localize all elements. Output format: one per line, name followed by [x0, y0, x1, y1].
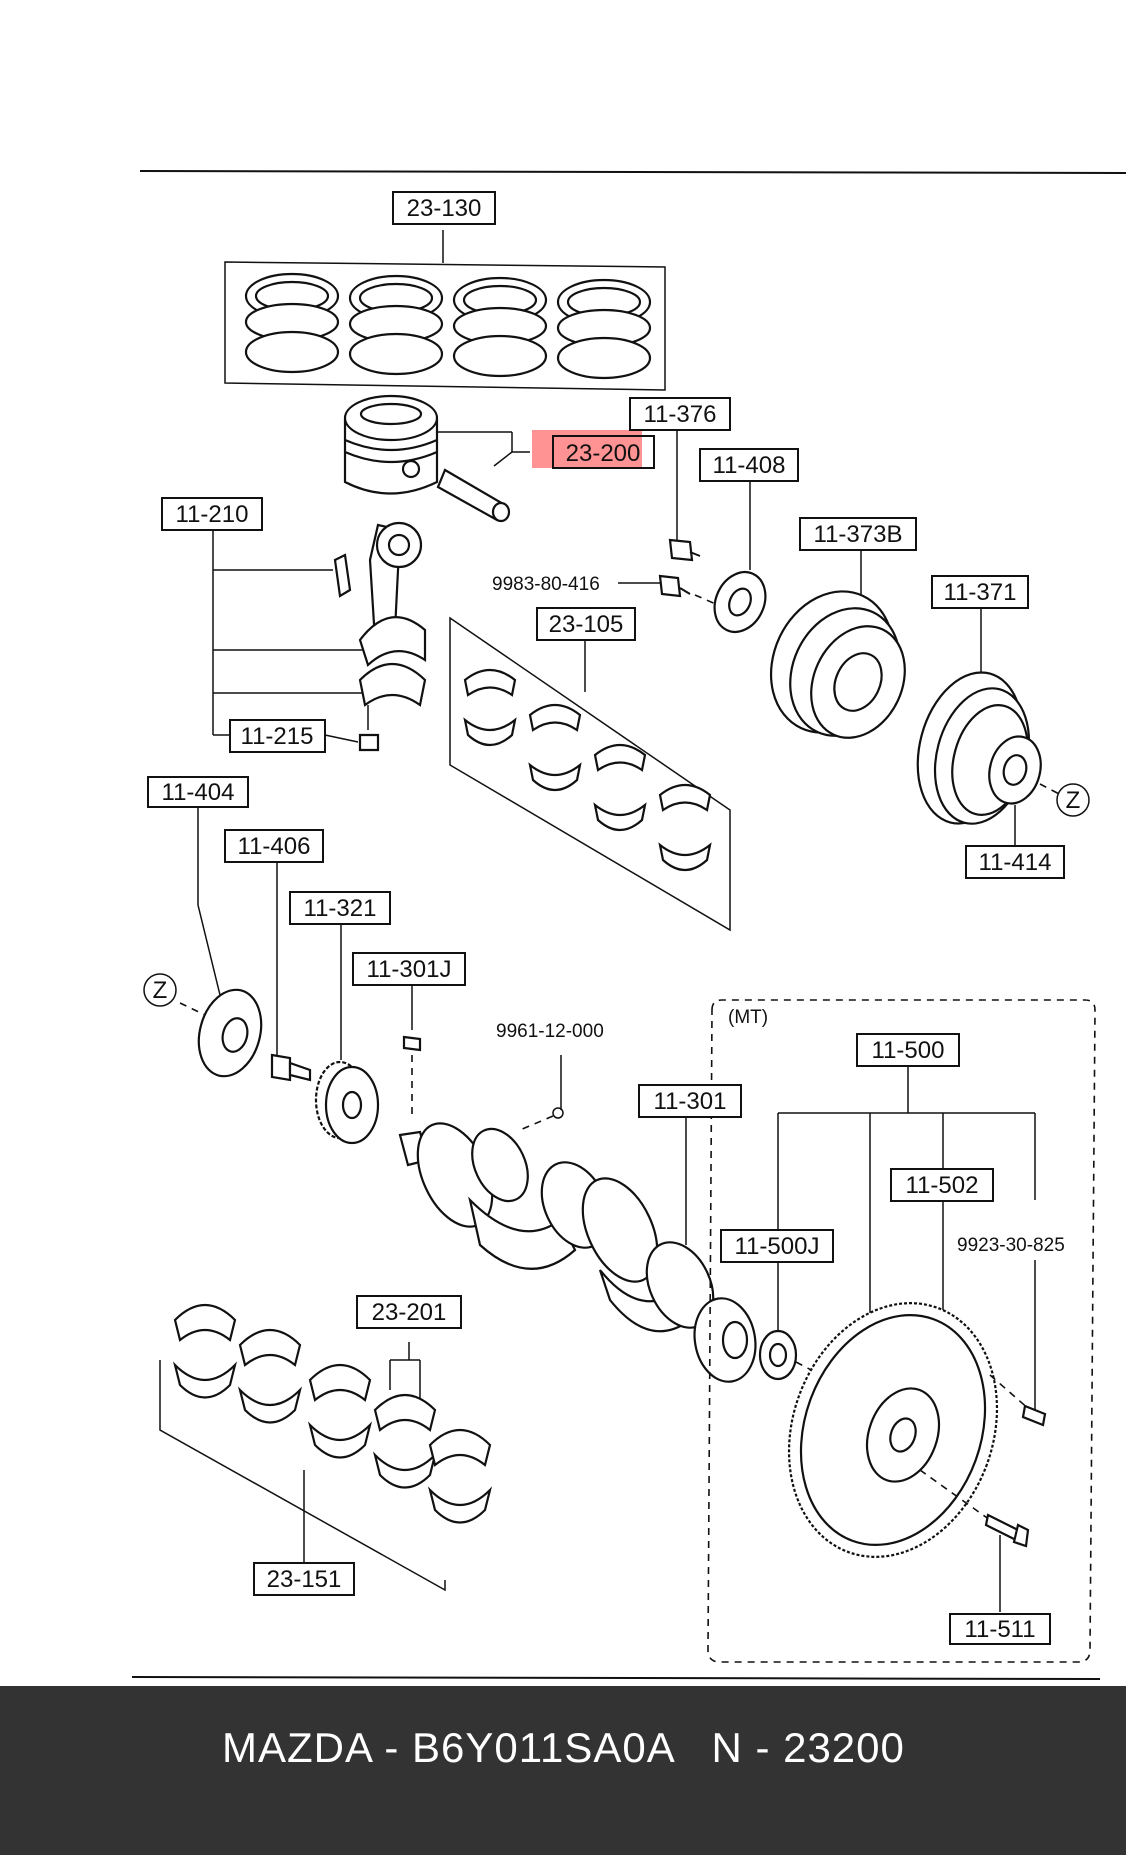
piston	[343, 394, 530, 523]
label-mt: (MT)	[728, 1007, 768, 1028]
crankshaft	[398, 1055, 757, 1383]
svg-text:11-376: 11-376	[644, 401, 717, 428]
label-11-373b: 11-373B	[799, 517, 917, 551]
flywheel-bolt	[984, 1513, 1030, 1612]
piston-ring-set	[224, 230, 666, 391]
top-border-line	[139, 170, 1126, 174]
svg-text:11-408: 11-408	[713, 452, 786, 479]
svg-text:11-215: 11-215	[241, 723, 314, 750]
label-11-500j: 11-500J	[720, 1229, 834, 1263]
label-z-left: Z	[153, 977, 168, 1004]
svg-text:11-404: 11-404	[162, 779, 235, 806]
svg-text:11-511: 11-511	[964, 1616, 1035, 1643]
svg-text:11-500: 11-500	[872, 1037, 945, 1064]
z-marker-left	[143, 973, 177, 1007]
label-11-376: 11-376	[629, 397, 731, 431]
bearing-set	[449, 616, 731, 932]
label-11-404: 11-404	[147, 776, 249, 808]
svg-text:11-321: 11-321	[304, 895, 377, 922]
crank-pulley	[769, 548, 906, 739]
label-23-151: 23-151	[253, 1562, 355, 1596]
label-11-502: 11-502	[890, 1168, 994, 1202]
label-9983-80-416: 9983-80-416	[492, 574, 600, 595]
svg-text:11-371: 11-371	[944, 579, 1017, 606]
label-23-200: 23-200	[552, 435, 655, 469]
label-z-right: Z	[1066, 787, 1081, 814]
dowel-pin	[989, 1374, 1047, 1427]
woodruff-key	[402, 985, 422, 1115]
label-11-500: 11-500	[856, 1033, 960, 1067]
svg-text:23-151: 23-151	[267, 1566, 342, 1593]
svg-text:23-105: 23-105	[549, 611, 624, 638]
pilot-bearing	[758, 1329, 816, 1381]
svg-text:11-500J: 11-500J	[735, 1233, 820, 1260]
label-11-408: 11-408	[699, 448, 799, 482]
crank-plate	[179, 805, 263, 1078]
label-9961-12-000: 9961-12-000	[496, 1021, 604, 1042]
part-number-caption: MAZDA - B6Y011SA0A N - 23200	[222, 1724, 905, 1771]
main-bearing-set	[159, 1304, 493, 1592]
label-23-130: 23-130	[392, 191, 496, 225]
footer-bar: MAZDA - B6Y011SA0A N - 23200	[0, 1686, 1126, 1855]
svg-text:11-373B: 11-373B	[814, 521, 903, 548]
crank-bolt	[270, 860, 312, 1082]
bottom-border-line	[131, 1676, 1101, 1680]
label-9923-30-825: 9923-30-825	[957, 1235, 1065, 1256]
svg-text:23-130: 23-130	[407, 195, 482, 222]
damper-pulley	[916, 606, 1064, 846]
label-23-105: 23-105	[536, 607, 636, 641]
svg-text:11-301J: 11-301J	[367, 956, 452, 983]
label-23-201: 23-201	[356, 1295, 462, 1329]
pulley-bolts	[618, 430, 719, 606]
timing-gear	[314, 922, 380, 1145]
plate	[713, 480, 767, 633]
svg-text:11-406: 11-406	[238, 833, 311, 860]
mt-group	[707, 999, 1096, 1663]
label-11-371: 11-371	[931, 575, 1029, 609]
svg-text:23-200: 23-200	[566, 440, 641, 467]
svg-text:11-301: 11-301	[654, 1088, 727, 1115]
label-11-210: 11-210	[161, 497, 263, 531]
svg-text:11-414: 11-414	[979, 849, 1052, 876]
label-11-321: 11-321	[289, 891, 391, 925]
label-11-511: 11-511	[949, 1613, 1051, 1645]
svg-text:23-201: 23-201	[372, 1299, 447, 1326]
z-marker-right	[1056, 783, 1090, 817]
parts-diagram: 23-130 23-200 11-376 11-408 11-210 11-37…	[131, 170, 1126, 1680]
label-11-301j: 11-301J	[352, 952, 466, 986]
label-11-301: 11-301	[638, 1084, 742, 1118]
label-11-406: 11-406	[224, 829, 324, 863]
connecting-rod	[212, 521, 427, 752]
label-11-215: 11-215	[229, 719, 326, 753]
svg-text:11-502: 11-502	[906, 1172, 979, 1199]
label-11-414: 11-414	[965, 845, 1065, 879]
svg-text:11-210: 11-210	[176, 501, 249, 528]
flywheel	[787, 1302, 999, 1558]
